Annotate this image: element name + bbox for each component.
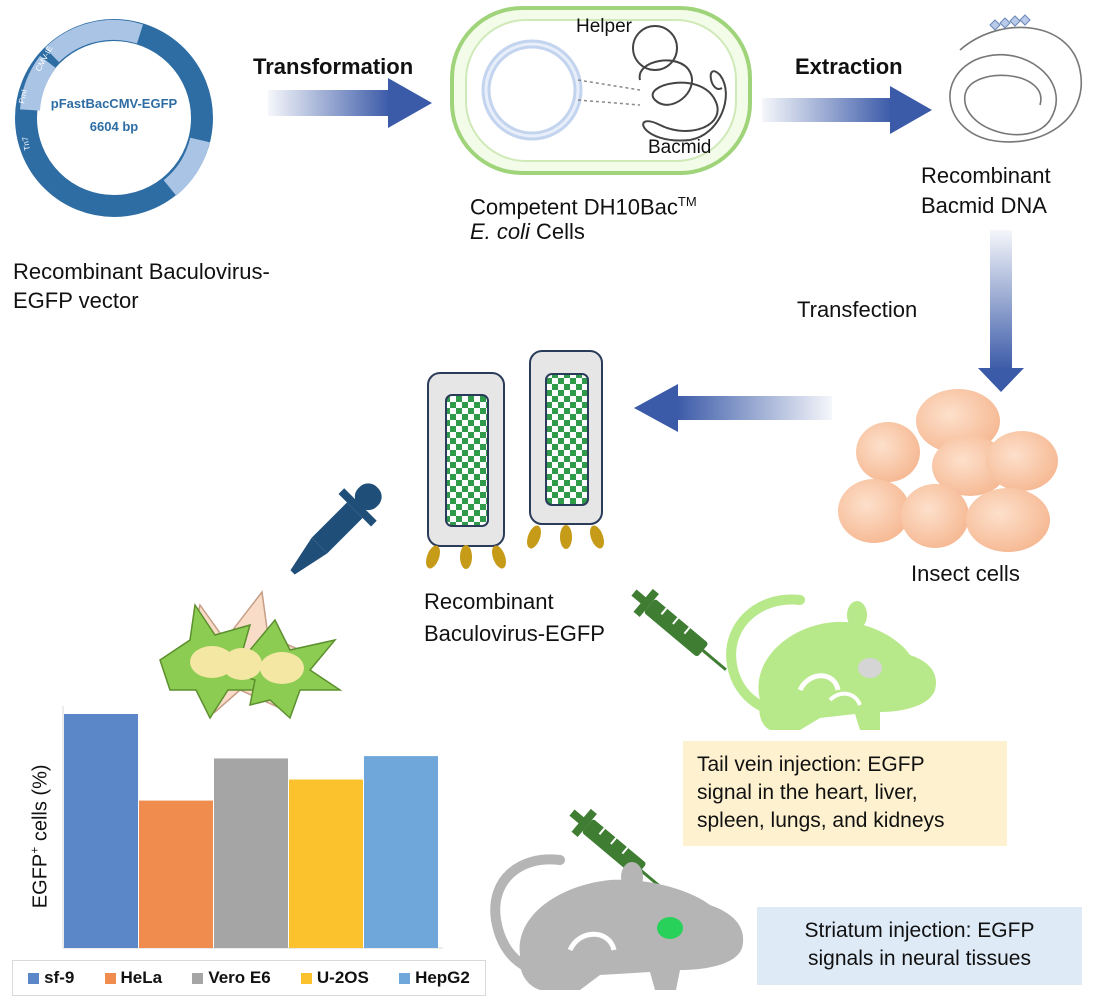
dropper-icon [290, 483, 382, 575]
recomb-dna-line1: Recombinant [921, 163, 1051, 188]
tail-vein-line2: signal in the heart, liver, [697, 781, 918, 804]
legend-swatch [300, 972, 312, 984]
bacmid-loops [638, 59, 727, 142]
legend-label: HeLa [120, 968, 163, 987]
legend-label: Vero E6 [208, 968, 271, 987]
recombinant-bacmid-dna [949, 14, 1083, 143]
baculovirus-2 [527, 350, 604, 549]
helper-label: Helper [576, 16, 633, 37]
feature-label-tn7-left: Tn7 [21, 136, 32, 152]
tail-vein-line3: spleen, lungs, and kidneys [697, 809, 945, 832]
baculovirus-1 [426, 372, 506, 569]
transformation-label: Transformation [253, 54, 414, 79]
legend-label: U-2OS [316, 968, 369, 987]
legend-item: Vero E6 [192, 968, 271, 988]
ecoli-cell: Helper Bacmid [450, 6, 752, 175]
bar-u-2os [289, 779, 363, 948]
legend-label: HepG2 [415, 968, 470, 987]
chart-legend: sf-9 HeLa Vero E6 U-2OS HepG2 [12, 960, 486, 996]
tail-vein-line1: Tail vein injection: EGFP [697, 753, 925, 776]
bar-vero-e6 [214, 758, 288, 948]
virus-production-arrow [634, 384, 832, 432]
bar-hela [139, 800, 213, 948]
chart-bars [64, 714, 438, 948]
vector-label-line2: EGFP vector [13, 288, 139, 313]
insect-cells [838, 389, 1058, 552]
legend-item: HeLa [104, 968, 163, 988]
legend-item: U-2OS [300, 968, 369, 988]
transfection-label: Transfection [797, 297, 918, 322]
chart-y-label: EGFP+ cells (%) [27, 764, 52, 909]
legend-swatch [399, 972, 411, 984]
legend-item: sf-9 [28, 968, 74, 988]
striatum-box: Striatum injection: EGFP signals in neur… [757, 907, 1082, 985]
legend-label: sf-9 [44, 968, 75, 987]
tail-vein-box: Tail vein injection: EGFP signal in the … [683, 741, 1007, 846]
bar-hepg2 [364, 756, 438, 948]
feature-label-sv40: SV40 [150, 15, 172, 28]
legend-item: HepG2 [399, 968, 470, 988]
transfection-arrow [978, 230, 1024, 392]
plasmid-segment-cmv [20, 55, 57, 112]
mouse-green [726, 594, 936, 730]
striatum-line2: signals in neural tissues [808, 947, 1031, 970]
mouse-grey [490, 854, 744, 990]
plasmid-size: 6604 bp [90, 119, 138, 134]
syringe-icon-tail [631, 588, 727, 671]
plasmid-segment-egfp [45, 19, 144, 63]
virus-label-line1: Recombinant [424, 589, 554, 614]
striatum-line1: Striatum injection: EGFP [804, 919, 1035, 942]
plasmid-name: pFastBacCMV-EGFP [51, 96, 178, 111]
feature-label-pmi: PmI [17, 89, 29, 105]
cells-label-line2: E. coli Cells [470, 219, 585, 244]
bar-sf-9 [64, 714, 138, 948]
virus-label-line2: Baculovirus-EGFP [424, 621, 605, 646]
extraction-arrow [762, 86, 932, 134]
plasmid-segment-amp [163, 137, 210, 196]
feature-label-tn7-top: Tn7 [189, 36, 206, 52]
bacmid-label: Bacmid [648, 137, 711, 158]
legend-swatch [192, 972, 204, 984]
legend-swatch [104, 972, 116, 984]
legend-swatch [28, 972, 40, 984]
plasmid-map: pFastBacCMV-EGFP 6604 bp EGFP SV40 Tn7 C… [15, 11, 213, 217]
insect-cells-label: Insect cells [911, 561, 1020, 586]
extraction-label: Extraction [795, 54, 903, 79]
vector-label-line1: Recombinant Baculovirus- [13, 259, 270, 284]
recomb-dna-line2: Bacmid DNA [921, 193, 1047, 218]
mammalian-cells [159, 590, 343, 720]
transformation-arrow [268, 78, 432, 128]
helper-plasmid [632, 25, 678, 71]
cells-label-line1: Competent DH10BacTM [470, 194, 697, 220]
